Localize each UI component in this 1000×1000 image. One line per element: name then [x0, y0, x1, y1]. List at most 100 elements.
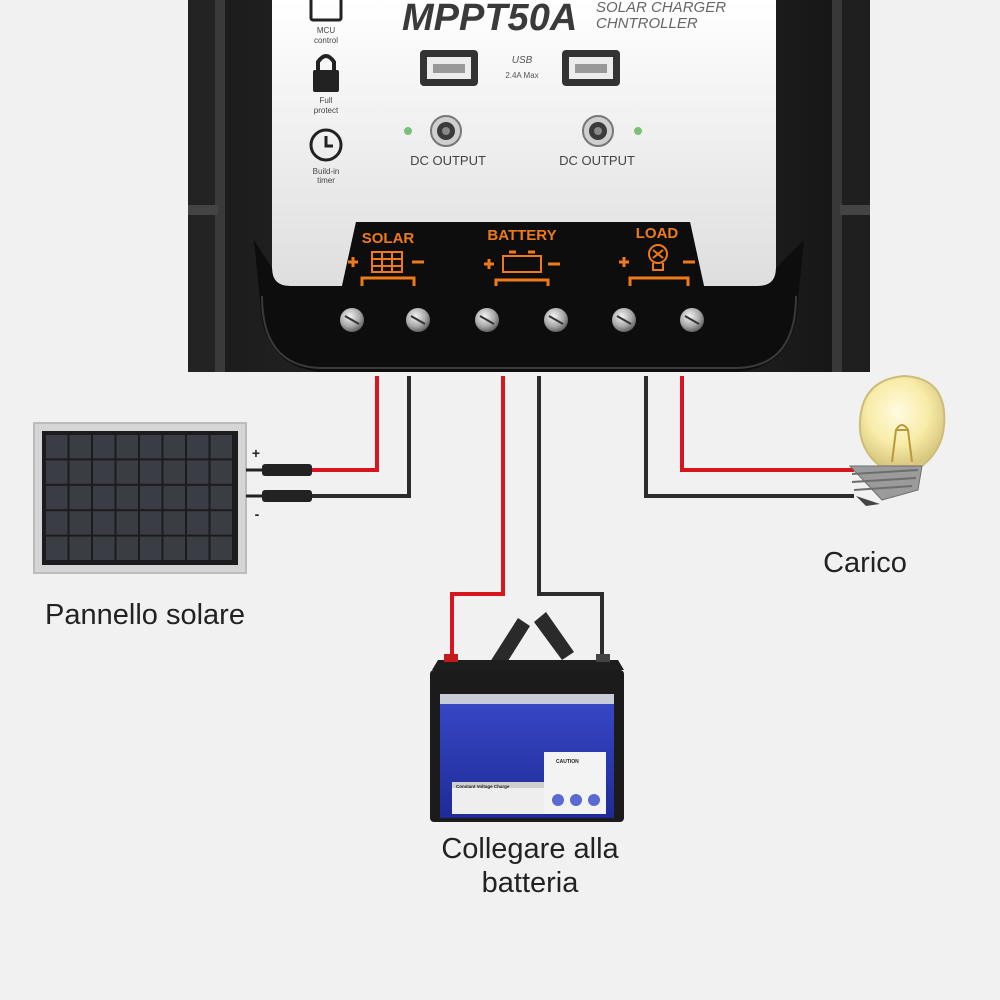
battery-label-line1: Collegare alla	[441, 833, 619, 865]
solar-cell	[46, 485, 68, 510]
feature-mcu: MCU control	[309, 0, 343, 45]
solar-cell	[210, 536, 232, 560]
wire-load-positive	[680, 376, 854, 472]
chip-icon	[309, 0, 343, 22]
solar-cell	[210, 511, 232, 535]
solar-cell	[46, 536, 68, 560]
battery-terminal-positive	[444, 654, 458, 662]
terminal-labels: SOLAR BATTERY LOAD	[348, 225, 695, 286]
battery-label: Collegare alla batteria	[380, 832, 680, 900]
panel-connector-positive	[262, 464, 312, 476]
wire-battery-negative	[537, 376, 604, 656]
wire-battery-positive	[450, 376, 505, 660]
battery-label-line2: batteria	[481, 867, 579, 899]
solar-cell	[93, 511, 115, 535]
feature-label-timer: Build-in	[313, 167, 340, 176]
solar-cell	[69, 435, 91, 459]
solar-cell	[163, 435, 185, 459]
feature-label-timer-2: timer	[317, 176, 335, 185]
dc-output-right-label: DC OUTPUT	[559, 153, 635, 168]
solar-cell	[46, 435, 68, 459]
solar-cell	[163, 460, 185, 484]
battery: Constant Voltage Charge CAUTION	[430, 612, 624, 822]
solar-cell	[210, 485, 232, 510]
feature-label-mcu-2: control	[314, 36, 338, 45]
solar-cell	[93, 485, 115, 510]
terminal-screw-battery-plus	[475, 308, 499, 332]
solar-cell	[93, 536, 115, 560]
light-bulb	[848, 374, 946, 506]
solar-cell	[140, 485, 162, 510]
dc-output-left-label: DC OUTPUT	[410, 153, 486, 168]
solar-panel-label: Pannello solare	[45, 599, 245, 631]
model-subtitle-1: SOLAR CHARGER	[596, 0, 726, 16]
panel-negative-sign: -	[255, 506, 260, 522]
battery-charge-title: Constant Voltage Charge	[456, 784, 510, 789]
solar-cell	[116, 460, 138, 484]
wires	[310, 376, 854, 660]
solar-cell	[116, 511, 138, 535]
wire-solar-positive	[310, 376, 379, 472]
solar-cell	[187, 536, 209, 560]
usb-port-right	[562, 50, 620, 86]
terminal-screw-battery-minus	[544, 308, 568, 332]
solar-cell	[116, 485, 138, 510]
usb-port-left	[420, 50, 478, 86]
battery-symbol-icon	[484, 250, 560, 286]
solar-cell	[210, 460, 232, 484]
load-label: Carico	[823, 547, 907, 579]
feature-label-protect-2: protect	[314, 106, 339, 115]
led-indicator-right	[634, 127, 642, 135]
solar-cell	[187, 511, 209, 535]
solar-cell	[187, 460, 209, 484]
terminal-label-load: LOAD	[636, 225, 679, 242]
battery-terminal-negative	[596, 654, 610, 662]
solar-cell	[140, 511, 162, 535]
solar-cell	[163, 485, 185, 510]
charge-controller: MCU control Full protect Build-in timer …	[188, 0, 870, 372]
wire-load-negative	[644, 376, 854, 498]
solar-cell	[187, 485, 209, 510]
panel-positive-sign: +	[252, 445, 260, 461]
feature-timer: Build-in timer	[309, 128, 343, 185]
solar-cell	[140, 460, 162, 484]
solar-cell	[210, 435, 232, 459]
solar-cell	[163, 511, 185, 535]
solar-cell	[187, 435, 209, 459]
terminal-screw-solar-minus	[406, 308, 430, 332]
usb-rating: 2.4A Max	[505, 71, 538, 80]
wire-solar-negative	[310, 376, 411, 498]
load-bulb-symbol-icon	[619, 244, 695, 286]
terminal-label-battery: BATTERY	[487, 227, 556, 244]
solar-cell	[69, 511, 91, 535]
model-subtitle-2: CHNTROLLER	[596, 15, 698, 32]
solar-cell	[116, 435, 138, 459]
lock-icon	[313, 54, 339, 92]
solar-cell	[93, 460, 115, 484]
feature-label-mcu: MCU	[317, 26, 335, 35]
clock-icon	[309, 128, 343, 162]
terminal-label-solar: SOLAR	[362, 230, 415, 247]
solar-cell	[163, 536, 185, 560]
solar-cell	[69, 485, 91, 510]
solar-cell	[46, 511, 68, 535]
solar-cell	[69, 460, 91, 484]
panel-connector-negative	[262, 490, 312, 502]
usb-logo: USB	[512, 55, 533, 66]
solar-panel-symbol-icon	[348, 251, 424, 286]
solar-panel: + -	[33, 422, 312, 574]
terminal-screw-load-minus	[680, 308, 704, 332]
solar-cell	[140, 435, 162, 459]
solar-cell	[116, 536, 138, 560]
terminal-screw-solar-plus	[340, 308, 364, 332]
dc-output-left	[404, 115, 462, 147]
feature-protect: Full protect	[313, 54, 339, 115]
solar-cell	[69, 536, 91, 560]
battery-caution-text: CAUTION	[556, 759, 579, 765]
dc-output-right	[582, 115, 642, 147]
feature-label-protect: Full	[320, 96, 333, 105]
terminal-screw-load-plus	[612, 308, 636, 332]
led-indicator-left	[404, 127, 412, 135]
solar-cell	[46, 460, 68, 484]
